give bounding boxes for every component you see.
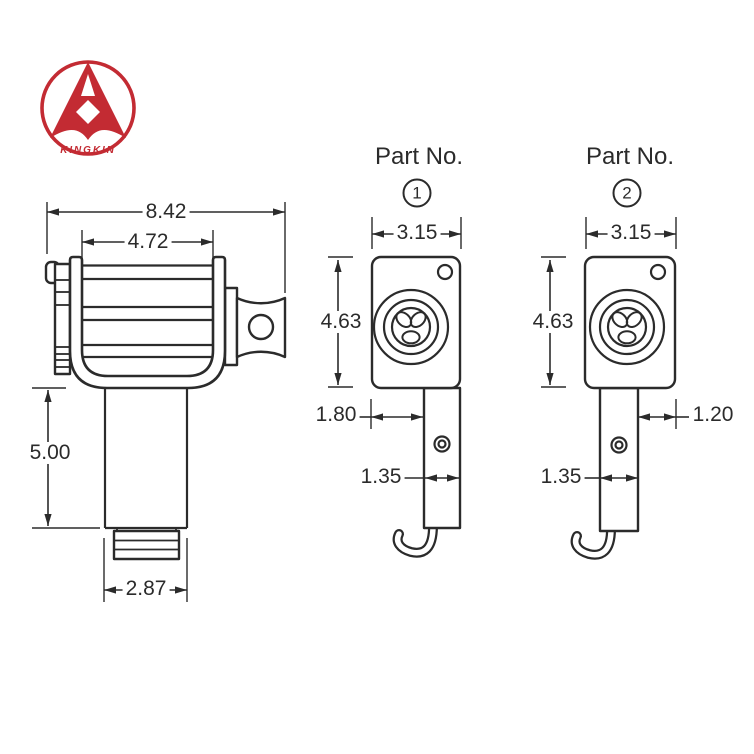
body-part1 xyxy=(370,255,462,390)
logo-brand-text: KINGKIN xyxy=(60,145,116,156)
strap-leg-part2 xyxy=(598,386,640,533)
dim-part2-strap-width: 1.35 xyxy=(537,465,585,489)
mount-plate xyxy=(223,286,239,367)
shaft-end xyxy=(112,529,181,561)
part2-front-view xyxy=(541,217,689,560)
part1-number-badge: 1 xyxy=(402,178,432,208)
part1-title: Part No. xyxy=(374,143,464,170)
wheel-outer-part1 xyxy=(372,288,450,366)
corner-hole-part2 xyxy=(649,263,667,281)
wheel-spokes-part1 xyxy=(395,311,427,345)
wheel-outer-part2 xyxy=(588,288,666,366)
body-part2 xyxy=(583,255,677,390)
corner-hole-part1 xyxy=(436,263,454,281)
part1-front-view xyxy=(328,217,462,558)
logo-notch xyxy=(81,74,95,96)
part2-title: Part No. xyxy=(585,143,675,170)
wheel-spokes-part2 xyxy=(611,311,643,345)
dim-part1-body-width: 3.15 xyxy=(393,221,441,245)
logo-diamond xyxy=(76,100,100,124)
part2-number-badge: 2 xyxy=(612,178,642,208)
winch-frame xyxy=(68,255,227,390)
dim-part2-body-width: 3.15 xyxy=(607,221,655,245)
part2-number: 2 xyxy=(622,183,632,202)
dim-part1-strap-width: 1.35 xyxy=(357,465,405,489)
dim-part1-strap-offset: 1.80 xyxy=(312,403,360,427)
rivet-part2 xyxy=(610,436,628,454)
part1-number: 1 xyxy=(412,183,422,202)
dim-end-width: 2.87 xyxy=(122,577,170,601)
dim-part2-strap-offset: 1.20 xyxy=(689,403,737,427)
kingkin-logo: KINGKIN xyxy=(40,60,136,156)
strap-leg-part1 xyxy=(422,386,462,530)
mount-hole xyxy=(247,313,275,341)
dim-part1-body-height: 4.63 xyxy=(317,310,365,334)
dim-overall-width: 8.42 xyxy=(142,200,190,224)
side-view-drawing xyxy=(32,202,287,602)
dim-shaft-length: 5.00 xyxy=(26,441,74,465)
rivet-part1 xyxy=(433,435,451,453)
dim-drum-width: 4.72 xyxy=(124,230,172,254)
dim-part2-body-height: 4.63 xyxy=(529,310,577,334)
